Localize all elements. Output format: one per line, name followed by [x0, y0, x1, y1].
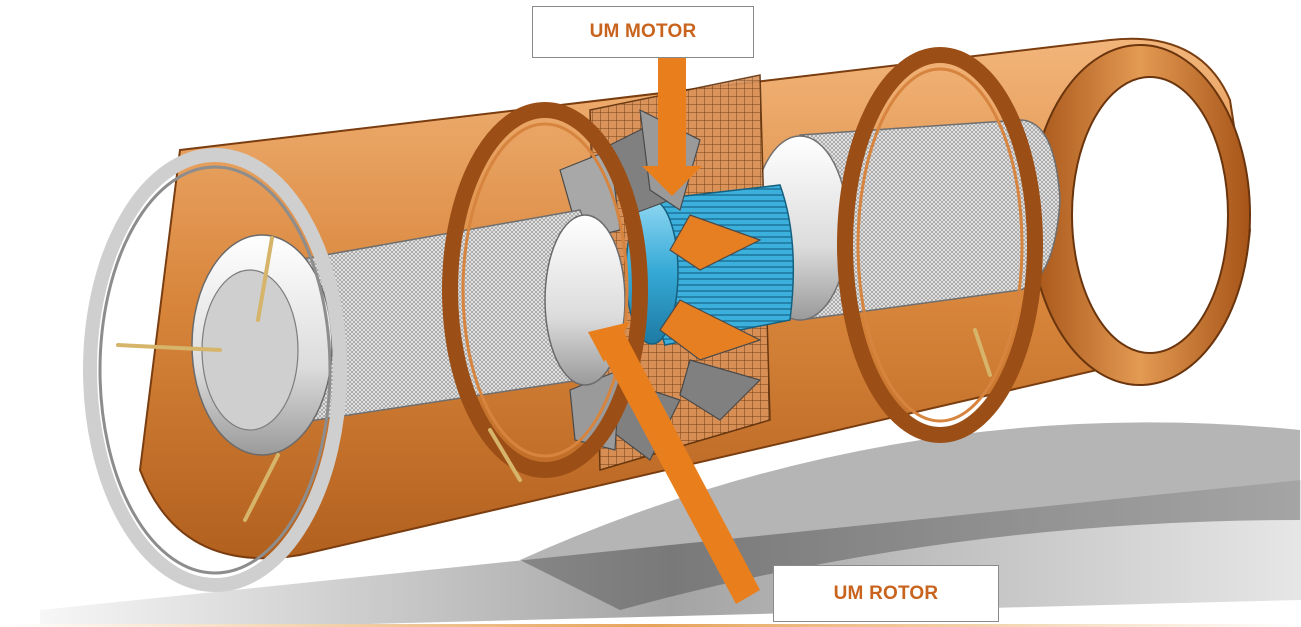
- rotor-ring-inner: [461, 122, 629, 458]
- motor-label: UM MOTOR: [532, 6, 754, 58]
- right-ring-inner: [856, 67, 1024, 423]
- outlet-opening: [1071, 76, 1229, 354]
- motor-label-text: UM MOTOR: [589, 21, 697, 42]
- motor-arrow: [642, 56, 702, 196]
- support-struts: [116, 236, 992, 522]
- inlet-rim-outer: [83, 148, 347, 592]
- rotor-ring: [442, 102, 648, 478]
- rotor-arrow: [588, 322, 760, 604]
- footer-line: [0, 624, 1301, 627]
- inlet-rim-inner: [98, 165, 332, 575]
- rotor-label-text: UM ROTOR: [833, 582, 939, 604]
- rotor-label: UM ROTOR: [773, 565, 999, 622]
- right-ring: [837, 47, 1043, 443]
